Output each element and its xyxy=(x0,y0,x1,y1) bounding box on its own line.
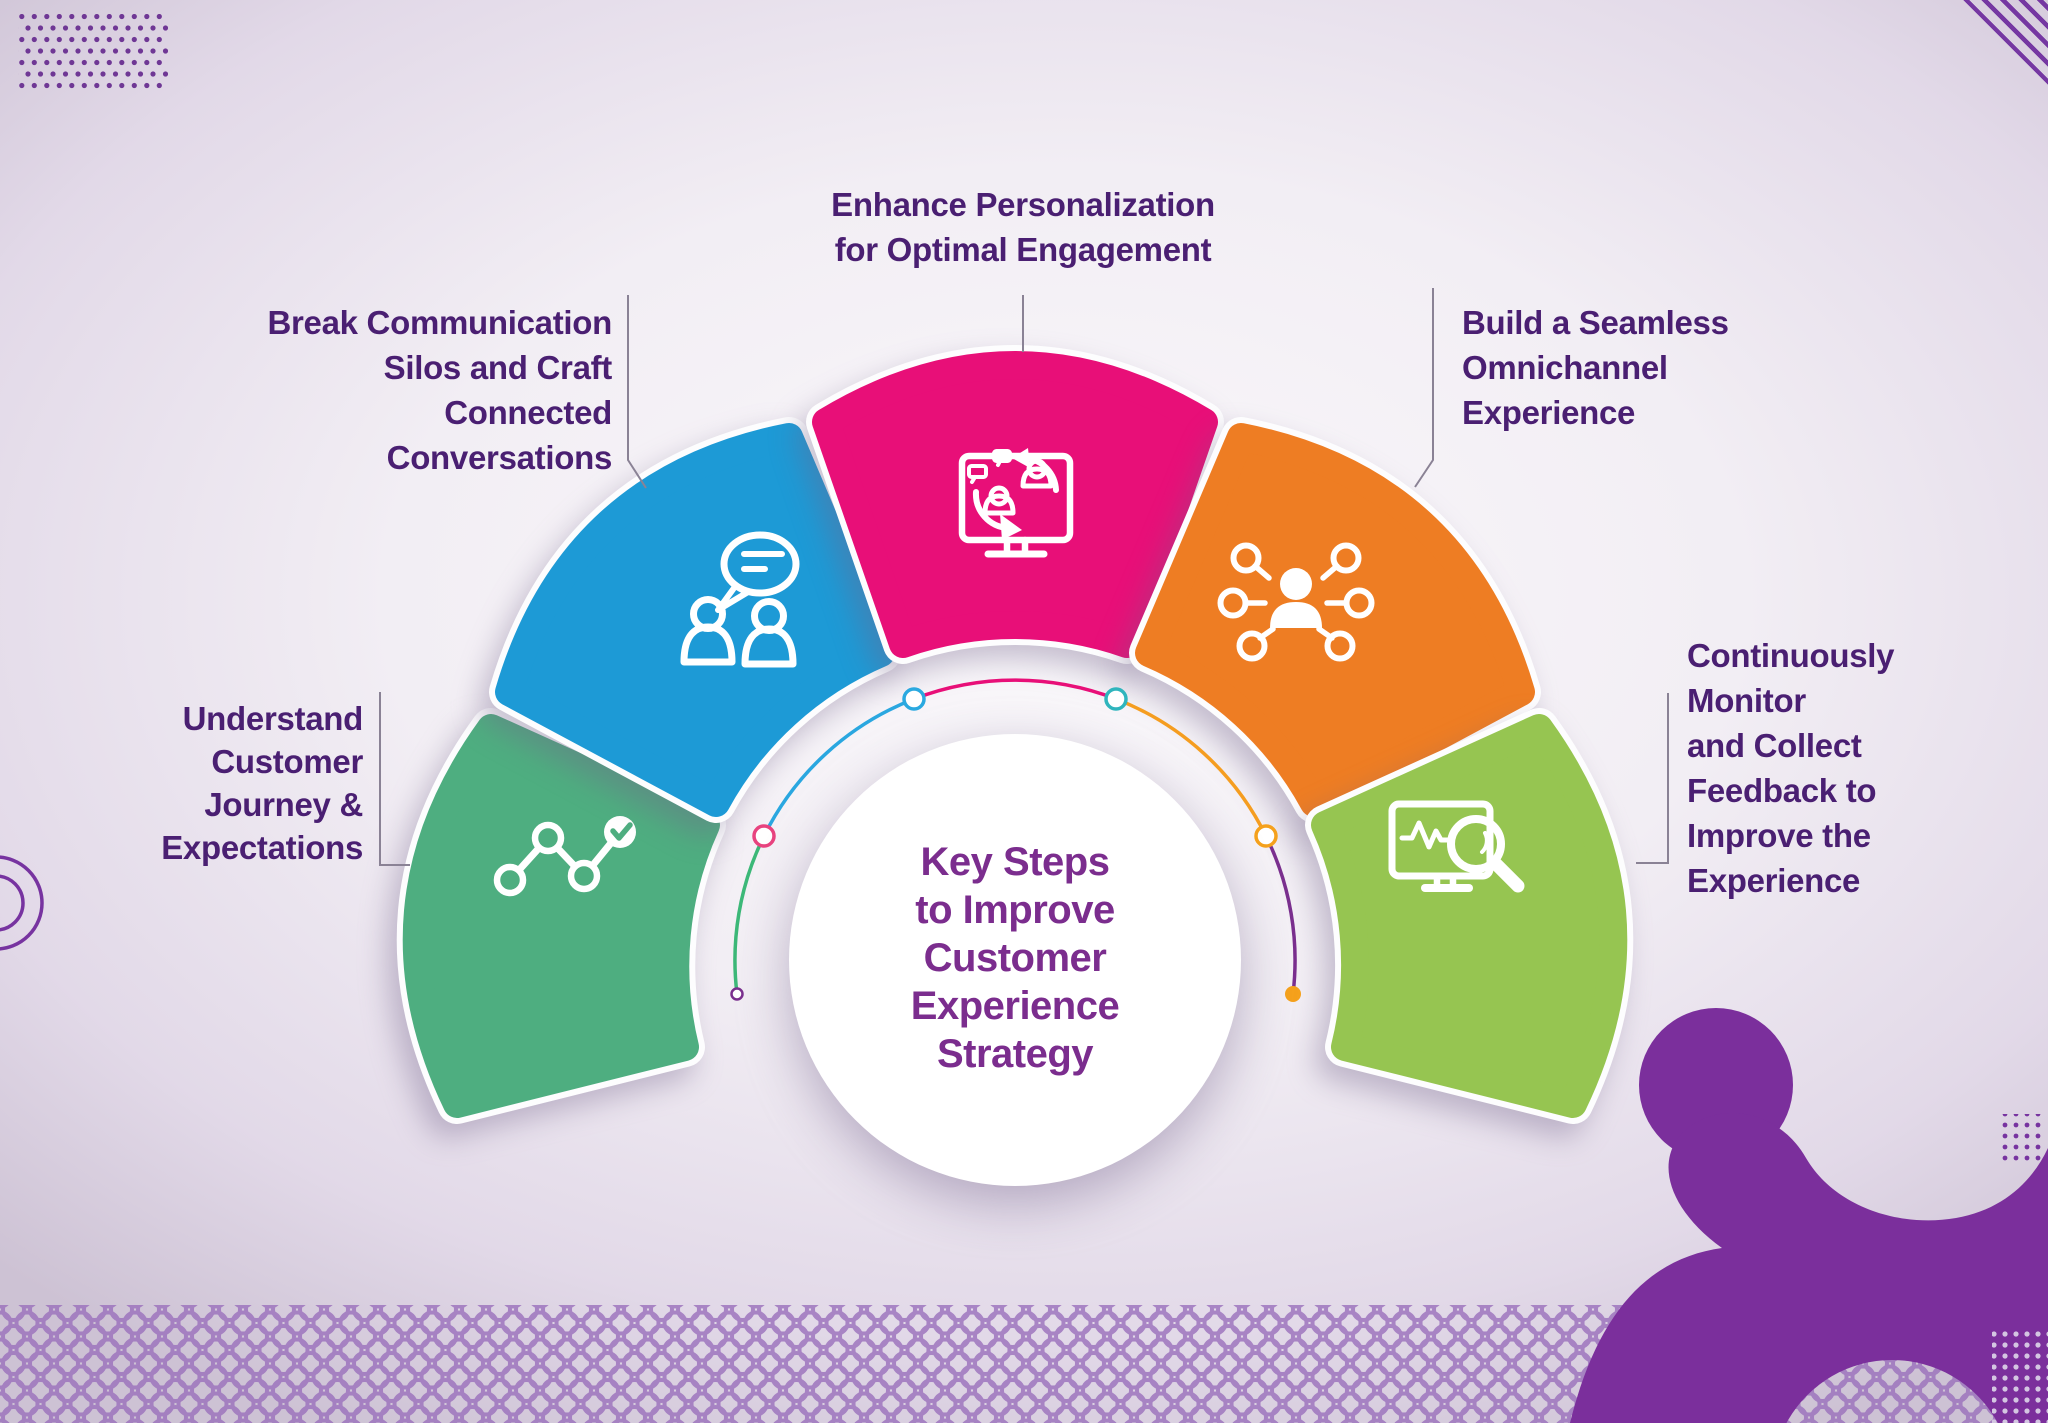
label-monitor-feedback: Continuously Monitor and Collect Feedbac… xyxy=(1687,633,2047,903)
connector-right-lower xyxy=(1636,693,1669,864)
label-line: Experience xyxy=(1687,862,1861,899)
label-line: Feedback to xyxy=(1687,772,1877,809)
arc-marker xyxy=(902,687,926,711)
segment-understand-customer-journey xyxy=(396,708,726,1124)
label-line: Omnichannel xyxy=(1462,349,1668,386)
conversation-people-icon xyxy=(680,531,800,668)
label-enhance-personalization: Enhance Personalization for Optimal Enga… xyxy=(703,182,1343,272)
hub-title-line: to Improve xyxy=(915,888,1115,932)
label-line: Build a Seamless xyxy=(1462,304,1729,341)
hub-title-line: Customer xyxy=(923,936,1107,980)
journey-chart-check-icon xyxy=(493,816,636,897)
hub-title-line: Experience xyxy=(910,984,1120,1028)
segment-enhance-personalization xyxy=(806,345,1224,664)
arc-marker xyxy=(1254,824,1278,848)
arc-marker xyxy=(752,824,776,848)
label-line: Monitor xyxy=(1687,682,1806,719)
segment-monitor-feedback xyxy=(1305,708,1634,1124)
arc-segment xyxy=(733,835,766,995)
label-line: Break Communication xyxy=(267,304,612,341)
person-network-icon xyxy=(1217,542,1375,662)
hub-title-line: Strategy xyxy=(936,1032,1094,1076)
connector-left-upper xyxy=(627,295,647,489)
screen-sync-people-icon xyxy=(958,448,1074,558)
hub-title: Key Steps to Improve Customer Experience… xyxy=(805,838,1225,1078)
label-line: Understand xyxy=(182,700,364,737)
blob-dot-overlay xyxy=(1992,1328,2048,1423)
label-line: Expectations xyxy=(161,829,363,866)
dot-cluster-decoration xyxy=(1997,1114,2043,1162)
label-line: Continuously xyxy=(1687,637,1895,674)
segment-shape xyxy=(402,714,720,1118)
label-line: Experience xyxy=(1462,394,1636,431)
dot-grid-decoration xyxy=(18,14,168,90)
label-break-communication: Break Communication Silos and Craft Conn… xyxy=(212,300,612,480)
segment-shape xyxy=(1135,423,1535,817)
segment-break-communication-silos xyxy=(489,417,901,823)
segment-shape xyxy=(1311,714,1628,1118)
label-line: for Optimal Engagement xyxy=(834,231,1212,268)
progress-arc xyxy=(730,678,1301,1002)
monitor-search-icon xyxy=(1388,800,1525,893)
segment-build-omnichannel xyxy=(1129,417,1541,823)
label-line: Silos and Craft Connected xyxy=(383,349,613,431)
connector-right-upper xyxy=(1414,288,1434,488)
segment-shape xyxy=(812,351,1218,658)
label-build-omnichannel: Build a Seamless Omnichannel Experience xyxy=(1462,300,1882,435)
label-line: and Collect xyxy=(1687,727,1862,764)
arc-segment xyxy=(1264,835,1297,995)
label-understand-journey: Understand Customer Journey & Expectatio… xyxy=(63,697,363,869)
arc-end-dot xyxy=(1285,986,1301,1002)
hub-circle xyxy=(789,734,1241,1186)
arc-segment xyxy=(913,678,1117,701)
label-line: Conversations xyxy=(386,439,613,476)
label-line: Improve the xyxy=(1687,817,1871,854)
label-line: Customer xyxy=(211,743,363,780)
connector-left-lower xyxy=(379,692,410,866)
hub-title-line: Key Steps xyxy=(920,840,1110,884)
label-line: Enhance Personalization xyxy=(831,186,1215,223)
edge-rings-decoration xyxy=(0,855,44,951)
label-connectors xyxy=(379,288,1669,866)
arc-segment xyxy=(762,697,915,837)
purple-blob-decoration xyxy=(1570,1113,2048,1423)
arc-segment xyxy=(1115,697,1268,837)
label-line: Journey & xyxy=(204,786,363,823)
arc-marker xyxy=(1104,687,1128,711)
arc-start-dot xyxy=(730,987,744,1001)
